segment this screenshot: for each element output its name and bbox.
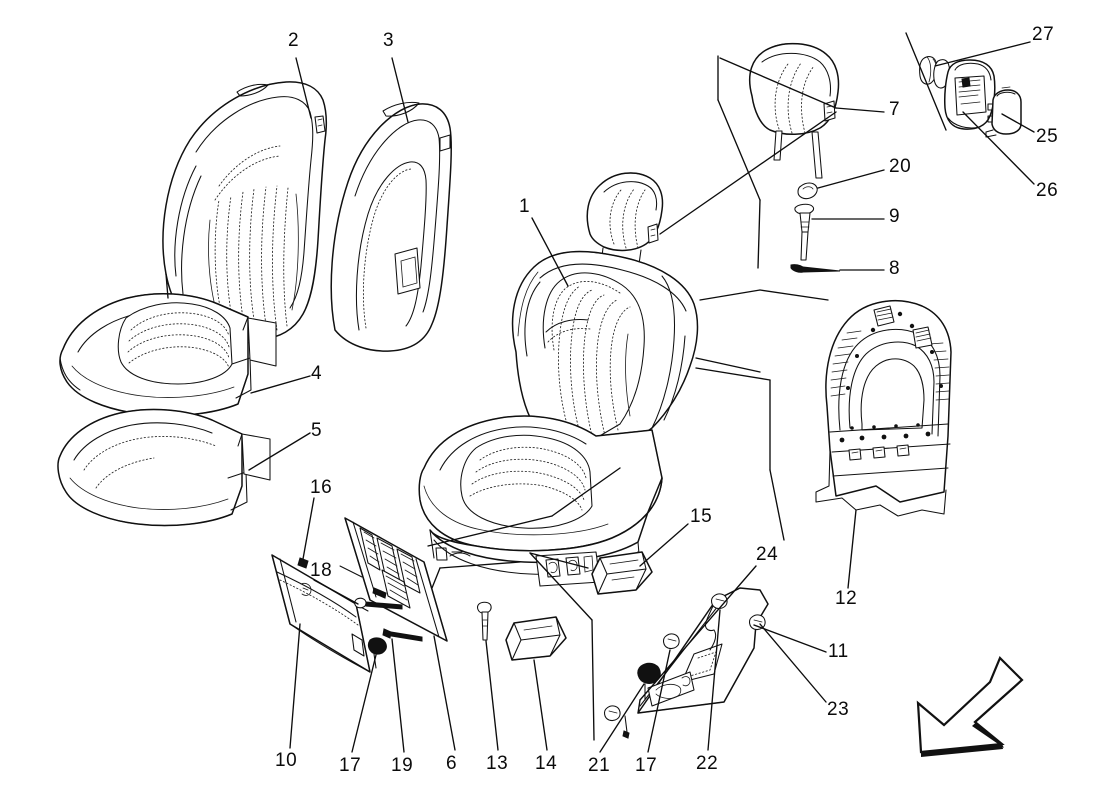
callout-number-12: 12 xyxy=(835,588,858,609)
part-trim-cap-rail xyxy=(591,551,653,595)
callout-number-17-right: 17 xyxy=(635,755,658,776)
part-backrest-foam-pad xyxy=(330,101,452,352)
part-headrest xyxy=(748,42,840,179)
callout-number-9: 9 xyxy=(889,206,901,227)
callout-number-8: 8 xyxy=(889,258,901,279)
part-seat-adjustment-switch xyxy=(944,59,996,130)
part-seat-cushion-foam-pad xyxy=(57,408,271,527)
callout-number-15: 15 xyxy=(690,506,713,527)
callout-number-18: 18 xyxy=(310,560,333,581)
callout-number-22: 22 xyxy=(696,753,719,774)
part-seat-back-structure-plate xyxy=(339,517,448,642)
part-retaining-pin xyxy=(790,264,841,273)
callout-number-2: 2 xyxy=(288,30,300,51)
callout-number-14: 14 xyxy=(535,753,558,774)
callout-number-11: 11 xyxy=(828,641,849,662)
part-trim-cap-rail-front xyxy=(505,616,567,661)
part-complete-front-seat xyxy=(418,172,699,587)
callout-number-23: 23 xyxy=(827,699,850,720)
callout-number-16: 16 xyxy=(310,477,333,498)
callout-number-25: 25 xyxy=(1036,126,1059,147)
part-pin-long xyxy=(477,601,492,641)
callout-number-26: 26 xyxy=(1036,180,1059,201)
callout-number-17-left: 17 xyxy=(339,755,362,776)
orientation-arrow xyxy=(916,656,1024,757)
part-bushing xyxy=(797,182,818,200)
leader-lines xyxy=(165,32,1035,753)
callout-number-19: 19 xyxy=(391,755,414,776)
part-clip-upper xyxy=(297,557,309,569)
callout-number-4: 4 xyxy=(311,363,323,384)
callout-number-21: 21 xyxy=(588,755,611,776)
callout-number-1: 1 xyxy=(519,196,531,217)
callout-number-20: 20 xyxy=(889,156,912,177)
part-trim-fasteners xyxy=(604,593,766,739)
part-switch-cover-cap xyxy=(985,86,1022,138)
callout-number-3: 3 xyxy=(383,30,395,51)
callout-number-10: 10 xyxy=(275,750,298,771)
part-nut-clip-left xyxy=(367,637,387,669)
callout-number-5: 5 xyxy=(311,420,323,441)
part-screw-panel xyxy=(382,628,423,642)
callout-number-24: 24 xyxy=(756,544,779,565)
part-seat-back-frame-panel xyxy=(815,300,952,517)
part-side-trim-upper-panel xyxy=(637,587,769,714)
part-guide-pin-sleeve xyxy=(794,203,815,261)
callout-number-6: 6 xyxy=(446,753,458,774)
callout-number-13: 13 xyxy=(486,753,509,774)
callout-number-27: 27 xyxy=(1032,24,1055,45)
part-screw-lateral xyxy=(354,597,403,610)
part-seat-cushion-cover xyxy=(59,292,277,417)
callout-number-7: 7 xyxy=(889,99,901,120)
